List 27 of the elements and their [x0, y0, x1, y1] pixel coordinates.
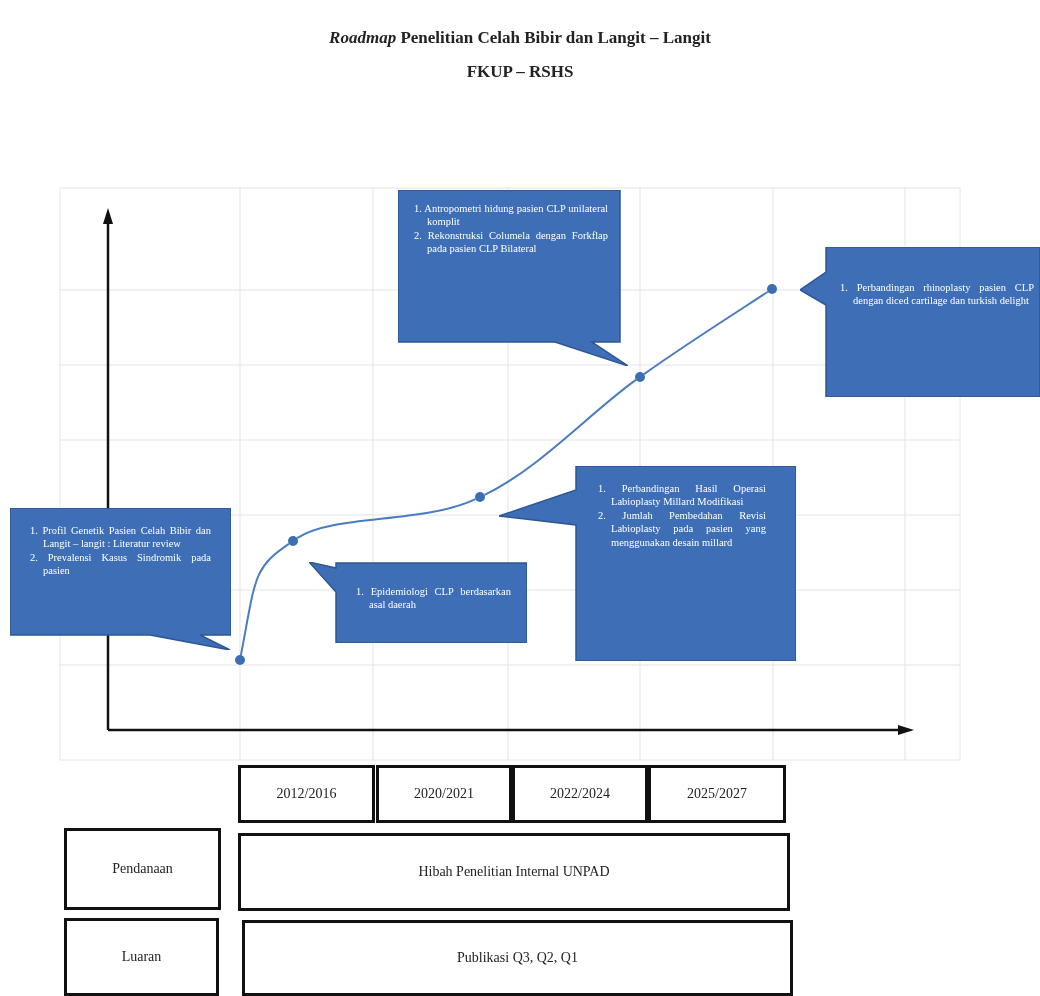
callout-text: 1. Antropometri hidung pasien CLP unilateral komplit: [414, 202, 608, 229]
row-header: Pendanaan: [64, 828, 221, 910]
row-header: Luaran: [64, 918, 219, 996]
data-point: [767, 284, 777, 294]
data-point: [635, 372, 645, 382]
callout-text: 1. Perbandingan rhinoplasty pasien CLP dengan diced cartilage dan turkish delight: [840, 281, 1034, 308]
table-cell: 2012/2016: [238, 765, 375, 823]
callout-text: 1. Profil Genetik Pasien Celah Bibir dan Langit – langit : Literatur review: [30, 524, 211, 551]
table-cell: Hibah Penelitian Internal UNPAD: [238, 833, 790, 911]
table-cell: 2020/2021: [376, 765, 512, 823]
callout-text: 1. Perbandingan Hasil Operasi Labioplasty Millard Modifikasi: [598, 482, 766, 509]
callout-text: 2. Jumlah Pembedahan Revisi Labioplasty pada pasien yang menggunakan desain millard: [598, 509, 766, 549]
table-cell: 2022/2024: [512, 765, 648, 823]
subtitle: FKUP – RSHS: [465, 62, 575, 82]
curve-segment: [483, 378, 637, 496]
data-point: [475, 492, 485, 502]
curve-segment: [296, 498, 477, 540]
table-cell: Publikasi Q3, Q2, Q1: [242, 920, 793, 996]
callout-text: 2. Rekonstruksi Columela dengan Forkflap pada pasien CLP Bilateral: [414, 229, 608, 256]
curve-segment: [643, 290, 769, 376]
table-cell: 2025/2027: [648, 765, 786, 823]
data-point: [235, 655, 245, 665]
curve-segment: [239, 542, 290, 657]
diagram-title: Roadmap Penelitian Celah Bibir dan Langit – Langit: [328, 28, 712, 48]
callout-text: 1. Epidemiologi CLP berdasarkan asal daerah: [356, 585, 511, 612]
callout-text: 2. Prevalensi Kasus Sindromik pada pasien: [30, 551, 211, 578]
data-point: [288, 536, 298, 546]
